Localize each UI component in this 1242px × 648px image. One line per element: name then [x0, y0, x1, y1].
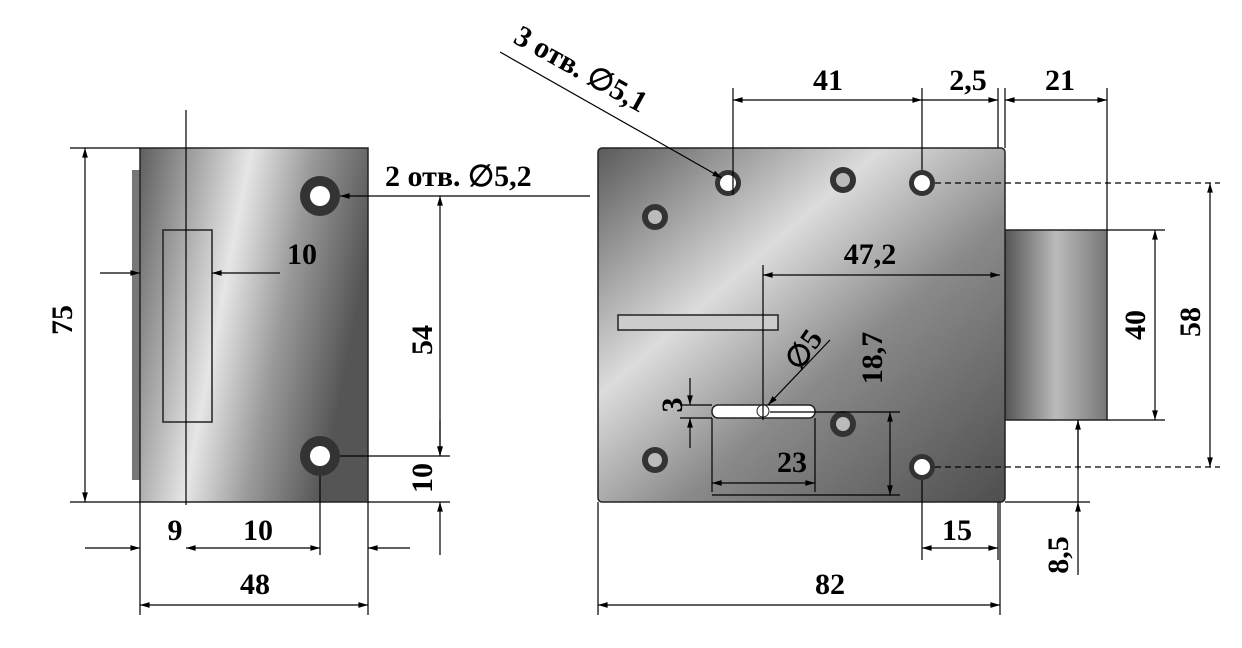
dim-depth: 48	[240, 568, 270, 601]
mount-hole	[830, 411, 856, 437]
dim-bolt-height: 40	[1119, 310, 1152, 340]
dim-hole-edge-offset: 15	[942, 514, 972, 547]
mount-hole	[642, 204, 668, 230]
dim-slot-length: 23	[777, 446, 807, 479]
side-slot	[162, 229, 213, 423]
mount-hole	[715, 170, 741, 196]
front-plate	[597, 147, 1006, 503]
mount-hole	[909, 454, 935, 480]
dim-height: 75	[46, 305, 79, 335]
dim-gap: 2,5	[949, 64, 987, 97]
dim-hole-spacing-top: 41	[813, 64, 843, 97]
dim-center-to-hole: 10	[243, 514, 273, 547]
dim-slot-width: 3	[656, 398, 689, 413]
dim-key-height: 18,7	[856, 332, 889, 385]
bolt	[1004, 229, 1108, 421]
mount-hole	[300, 176, 340, 216]
dim-width: 82	[815, 568, 845, 601]
dim-bolt-projection: 21	[1045, 64, 1075, 97]
dim-hole-spacing: 54	[406, 325, 439, 355]
mount-hole	[642, 447, 668, 473]
mount-hole	[909, 170, 935, 196]
dim-slot-offset: 10	[287, 238, 317, 271]
front-slot	[617, 314, 779, 331]
dim-bolt-bottom-offset: 8,5	[1042, 536, 1075, 574]
dim-bottom-hole-offset: 10	[406, 463, 439, 493]
dim-key-center-offset: 47,2	[844, 238, 897, 271]
side-view: 75 2 отв. ∅5,2 54 10 10 9 10 48	[46, 110, 590, 615]
mount-hole	[300, 436, 340, 476]
side-holes-callout: 2 отв. ∅5,2	[385, 160, 532, 193]
mount-hole	[830, 167, 856, 193]
dim-outer-hole-spacing: 58	[1174, 307, 1207, 337]
front-view: 41 2,5 21 3 отв. ∅5,1 47,2 ∅5 18,7 3 23	[499, 19, 1220, 615]
dim-edge-to-center: 9	[168, 514, 183, 547]
side-edge-tabs	[132, 170, 142, 480]
